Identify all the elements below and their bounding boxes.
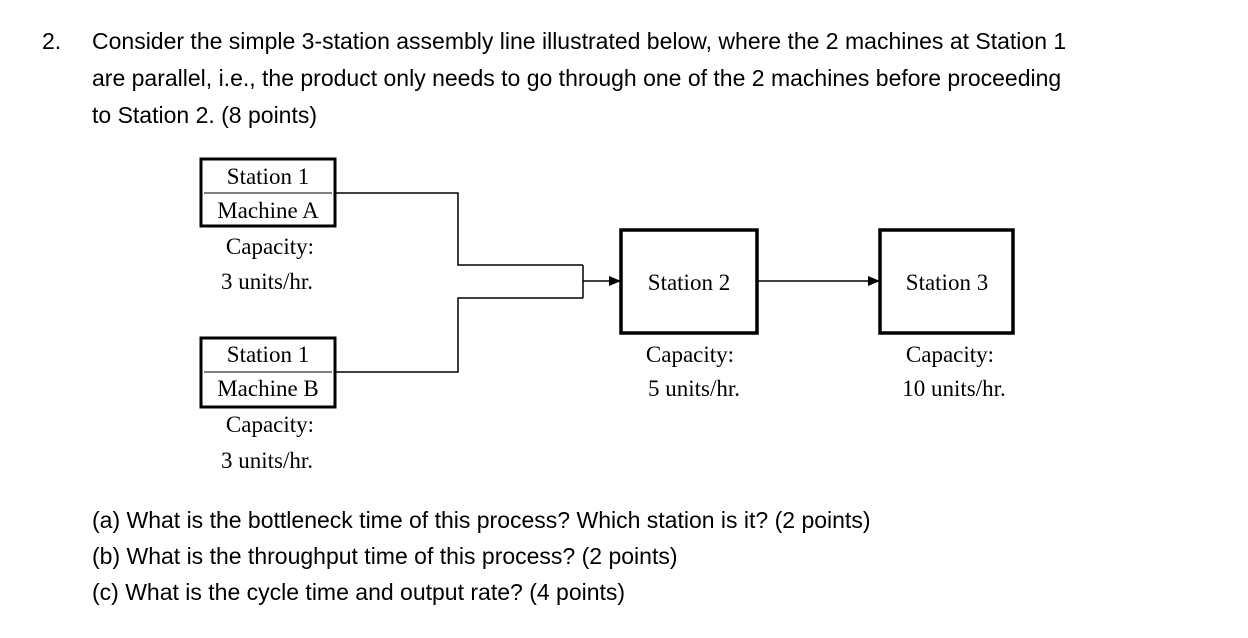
machine-b-capacity-value: 3 units/hr. [221,448,313,473]
machine-a-machine-label: Machine A [217,198,319,223]
machine-b-station-label: Station 1 [227,342,309,367]
station-3-capacity-label: Capacity: [906,342,994,367]
subquestion-c: (c) What is the cycle time and output ra… [92,579,626,605]
connector-machine-a [335,192,583,266]
station-3-box [878,228,1015,335]
question-number: 2. [42,28,62,54]
machine-a-capacity-label: Capacity: [226,234,314,259]
connector-machine-b [335,297,583,373]
station-2-label: Station 2 [648,270,730,295]
subquestion-a: (a) What is the bottleneck time of this … [92,507,871,533]
station-3-capacity-value: 10 units/hr. [902,376,1006,401]
question-text-line-3: to Station 2. (8 points) [92,102,318,128]
question-text-line-2: are parallel, i.e., the product only nee… [92,65,1062,91]
station-2-capacity-value: 5 units/hr. [648,376,740,401]
station-3-label: Station 3 [906,270,988,295]
machine-b-capacity-label: Capacity: [226,412,314,437]
machine-a-capacity-value: 3 units/hr. [221,269,313,294]
machine-b-machine-label: Machine B [217,376,319,401]
machine-a-station-label: Station 1 [227,164,309,189]
subquestion-b: (b) What is the throughput time of this … [92,543,678,569]
question-text-line-1: Consider the simple 3-station assembly l… [92,28,1067,54]
station-2-capacity-label: Capacity: [646,342,734,367]
